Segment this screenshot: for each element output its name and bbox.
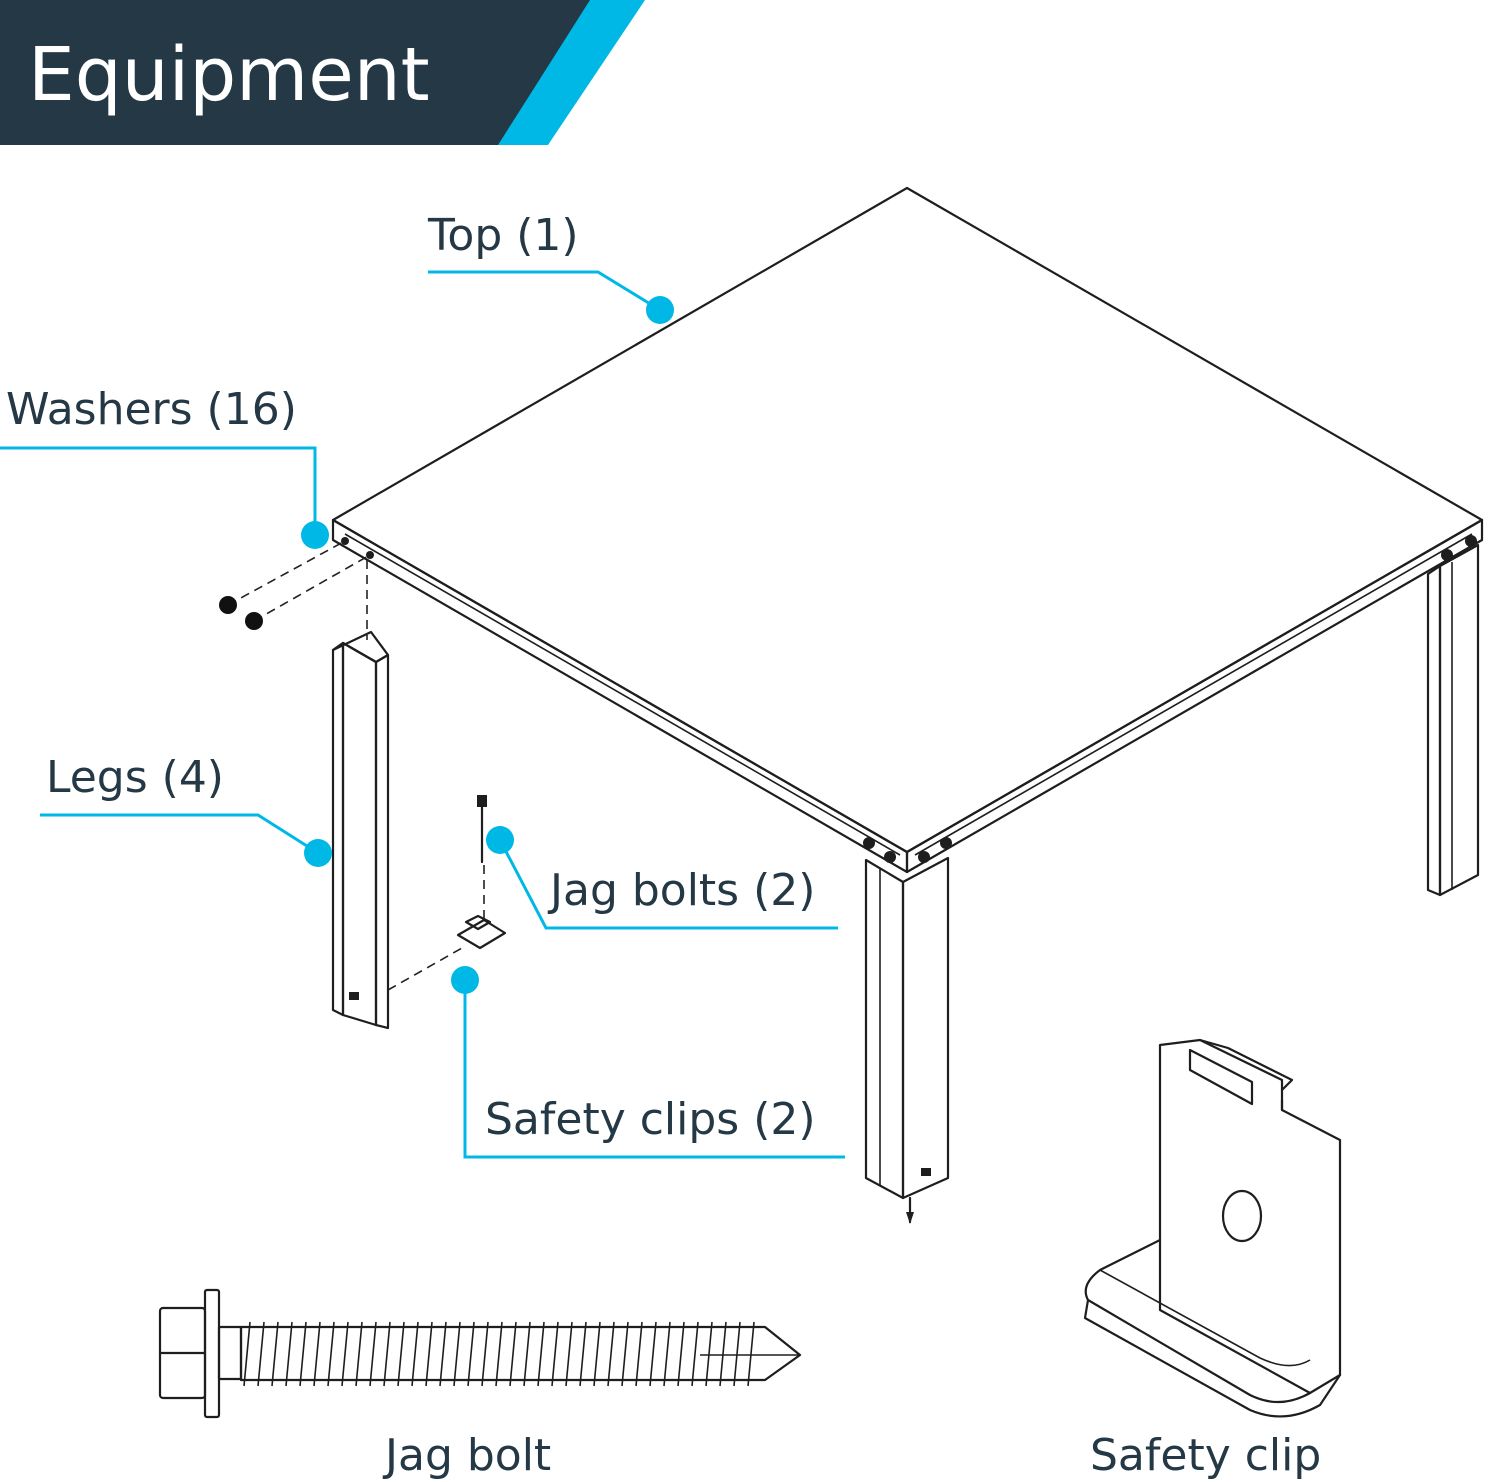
table-top-left-apron: [331, 518, 909, 874]
table-top-right-apron: [905, 518, 1484, 874]
detail-safety-clip: Safety clip: [1083, 1038, 1342, 1481]
table-top-surface: [331, 186, 1484, 854]
header-background: [0, 0, 590, 145]
exploded-leg: [331, 560, 390, 1030]
label-safety-clips: Safety clips (2): [485, 1094, 816, 1145]
table-top-apron-line: [344, 533, 901, 856]
callout-jag-bolts: Jag bolts (2): [486, 826, 838, 930]
exploded-washers: [219, 540, 371, 630]
corner-washers: [341, 535, 1477, 863]
label-top: Top (1): [427, 210, 579, 261]
header-banner: Equipment: [0, 0, 645, 145]
callout-washers: Washers (16): [0, 384, 329, 549]
table-top: [331, 186, 1484, 874]
label-legs: Legs (4): [46, 752, 224, 803]
table-leg-right: [1426, 543, 1480, 897]
callout-top: Top (1): [427, 210, 674, 324]
jag-bolt-threads: [243, 1321, 755, 1387]
table-leg-front: [864, 856, 950, 1224]
header-title: Equipment: [28, 32, 430, 118]
table-top-apron-line-right: [914, 533, 1473, 856]
detail-jag-bolt: Jag bolt: [158, 1288, 802, 1481]
label-jag-bolts: Jag bolts (2): [547, 865, 815, 916]
label-safety-clip-detail: Safety clip: [1090, 1430, 1321, 1481]
exploded-safety-clip: [387, 914, 507, 991]
callout-legs: Legs (4): [40, 752, 332, 867]
callout-safety-clips: Safety clips (2): [451, 966, 845, 1159]
label-jag-bolt-detail: Jag bolt: [382, 1430, 551, 1481]
label-washers: Washers (16): [6, 384, 297, 435]
exploded-jag-bolt: [477, 795, 487, 920]
